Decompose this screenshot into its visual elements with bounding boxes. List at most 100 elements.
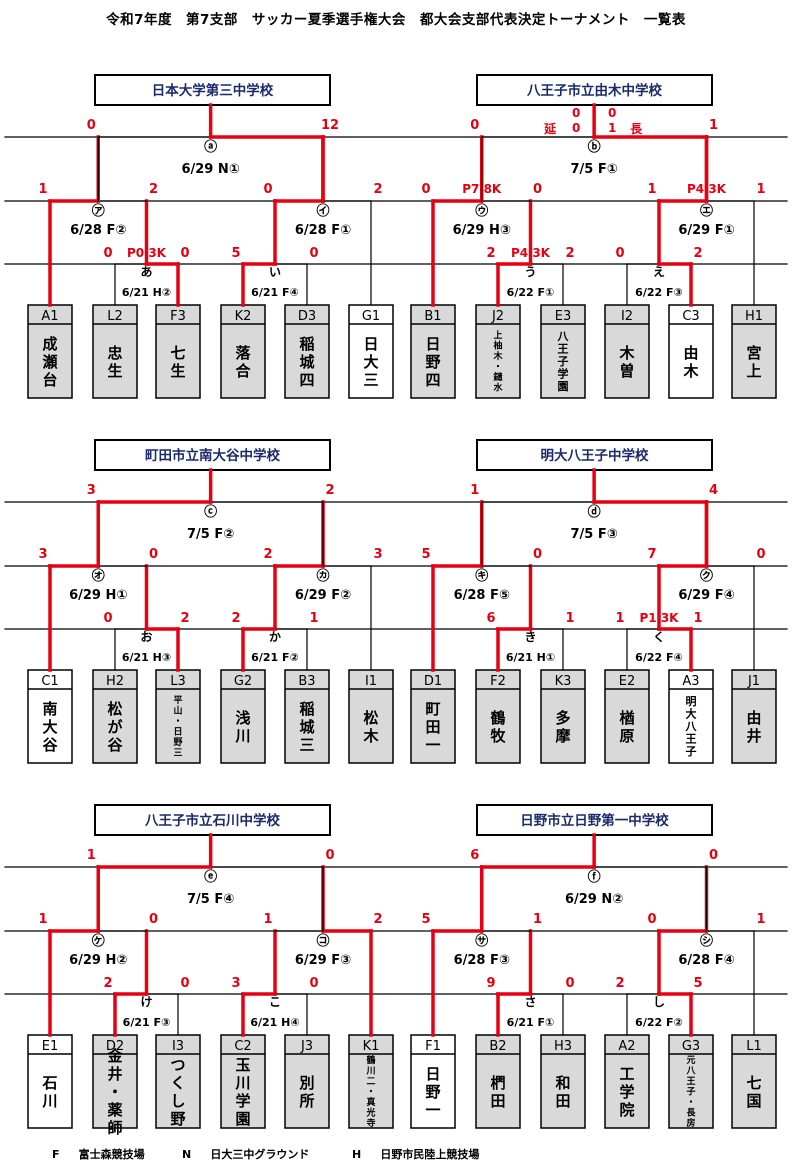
match-info: 6/28 F①	[295, 223, 351, 238]
team-code: L2	[107, 309, 123, 324]
match-info: 6/29 H②	[69, 953, 127, 968]
team-name-char: 四	[299, 371, 314, 389]
match-info: 6/21 H①	[506, 651, 555, 664]
final-match-score-right: 0	[325, 848, 334, 863]
team-name-char: 院	[619, 1101, 634, 1119]
team-box	[540, 1034, 586, 1129]
team-name-char: 鑓	[493, 371, 503, 383]
team-box	[284, 669, 330, 764]
team-code: I1	[365, 674, 377, 689]
team-box	[668, 304, 714, 399]
team-name-char: 稲	[299, 335, 314, 353]
team-name-char: 大	[363, 353, 378, 371]
match-label: い	[269, 265, 281, 279]
team-box	[92, 1034, 138, 1129]
legend-venue: 富士森競技場	[78, 1148, 145, 1161]
team-name-char: 八	[685, 720, 698, 733]
team-code: B1	[424, 309, 441, 324]
semi-match-score-left: 5	[421, 912, 430, 927]
match-info: 6/21 H②	[122, 286, 171, 299]
team-name-char: 長	[686, 1107, 696, 1118]
match-label: ⓑ	[588, 139, 601, 155]
team-name-char: 谷	[42, 736, 58, 754]
match-label: こ	[269, 995, 281, 1009]
extra-score: 0	[572, 121, 580, 135]
match-label: ⓔ	[204, 869, 217, 885]
team-name-char: 田	[555, 1092, 570, 1110]
team-name-char: 金	[106, 1047, 123, 1065]
first-round-match-pk-score: P4 3K	[511, 246, 551, 260]
team-code: F3	[170, 309, 186, 324]
team-name-char: 合	[234, 362, 251, 380]
team-name-char: 由	[746, 709, 761, 727]
first-round-match-score-left: 2	[231, 611, 240, 626]
team-name-char: 落	[235, 344, 251, 362]
match-label: ⓒ	[204, 504, 217, 520]
venue-box	[476, 74, 713, 106]
extra-score: 0	[608, 106, 616, 120]
team-code: A3	[682, 674, 699, 689]
team-name-char: 松	[107, 700, 122, 718]
team-name-char: 田	[490, 1092, 505, 1110]
team-box	[475, 669, 521, 764]
final-match-score-left: 6	[470, 848, 479, 863]
team-name-char: 子	[686, 745, 697, 758]
team-box	[155, 304, 201, 399]
team-name-char: ・	[107, 1083, 122, 1101]
team-name-char: 町	[425, 700, 440, 718]
match-info: 6/29 F③	[295, 953, 351, 968]
team-code: D3	[298, 309, 316, 324]
team-name-char: 城	[299, 718, 314, 736]
team-name-char: 王	[686, 733, 697, 746]
team-name-char: 木	[682, 362, 699, 380]
team-code: H2	[106, 674, 124, 689]
team-name-char: 井	[746, 727, 761, 745]
team-box	[731, 1034, 777, 1129]
match-label: さ	[524, 995, 536, 1009]
team-name-char: 忠	[107, 344, 122, 362]
team-name-char: 石	[41, 1074, 57, 1092]
match-info: 6/21 H③	[122, 651, 171, 664]
team-name-char: 工	[619, 1065, 634, 1083]
team-name-char: 松	[363, 709, 378, 727]
first-round-match-score-left: 9	[486, 976, 495, 991]
match-info: 6/22 F③	[635, 286, 683, 299]
first-round-match-score-left: 0	[615, 246, 624, 261]
team-name-char: 浅	[235, 709, 250, 727]
team-name-char: 川	[234, 1074, 250, 1092]
first-round-match-score-left: 3	[231, 976, 240, 991]
team-name-char: が	[107, 718, 123, 736]
team-box	[220, 304, 266, 399]
match-info: 6/29 F①	[678, 223, 734, 238]
team-name-char: 平	[173, 695, 182, 706]
team-code: K3	[555, 674, 572, 689]
semi-match-score-right: 0	[149, 547, 158, 562]
match-info: 6/29 F④	[678, 588, 734, 603]
match-info: 6/29 N②	[565, 892, 623, 907]
first-round-match-score-right: 0	[309, 246, 318, 261]
team-name-char: 三	[363, 371, 378, 389]
first-round-match-score-left: 1	[615, 611, 624, 626]
match-info: 6/29 H①	[69, 588, 127, 603]
first-round-match-score-right: 0	[309, 976, 318, 991]
match-info: 7/5 F④	[187, 892, 234, 907]
team-name-char: 七	[170, 344, 185, 362]
venue-name: 八王子市立石川中学校	[144, 812, 280, 829]
match-info: 7/5 F②	[187, 527, 234, 542]
team-name-char: 川	[41, 1092, 57, 1110]
team-name-char: 明	[686, 695, 697, 708]
semi-match-score-left: 0	[647, 912, 656, 927]
team-box	[348, 304, 394, 399]
match-label: ⓐ	[204, 139, 217, 155]
first-round-match-score-left: 0	[103, 611, 112, 626]
team-box	[410, 1034, 456, 1129]
match-info: 6/22 F①	[507, 286, 555, 299]
team-name-char: 学	[558, 367, 569, 381]
extra-score: 1	[608, 121, 616, 135]
semi-match-score-right: 1	[756, 912, 765, 927]
final-match-score-right: 4	[709, 483, 718, 498]
semi-match-score-right: 2	[373, 912, 382, 927]
team-name-char: 日	[425, 335, 440, 353]
match-info: 7/5 F①	[570, 162, 617, 177]
team-name-char: 田	[425, 718, 440, 736]
